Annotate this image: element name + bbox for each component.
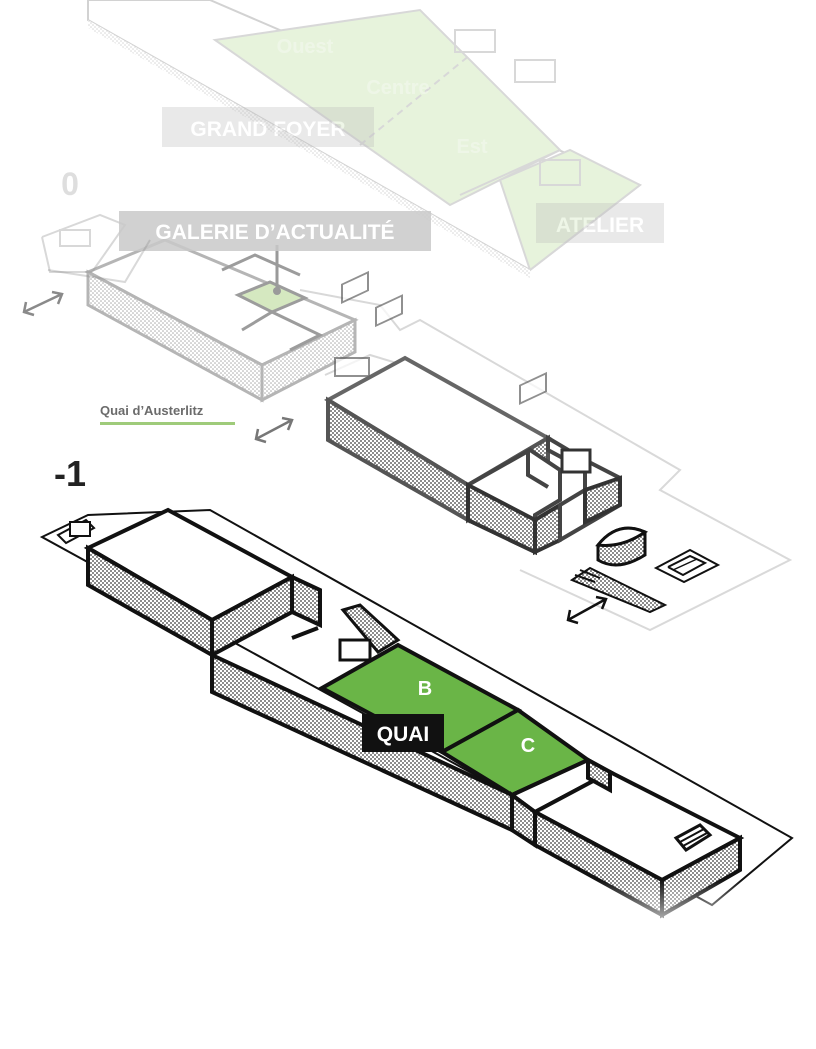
double-arrow-icon <box>22 290 64 317</box>
stairs-icon <box>338 603 401 662</box>
atelier-label: ATELIER <box>536 203 664 243</box>
stairs-icon <box>673 823 713 852</box>
exit-stairs-icon <box>653 548 721 584</box>
zone-c-label: C <box>521 735 535 757</box>
zone-ouest-label: Ouest <box>277 36 334 58</box>
level-minus1-label: -1 <box>54 453 86 494</box>
street-label: Quai d’Austerlitz <box>100 403 204 418</box>
stairs-icon <box>560 448 592 474</box>
galerie-label: GALERIE D’ACTUALITÉ <box>119 211 431 295</box>
zone-est-label: Est <box>456 136 487 158</box>
escalator-icon <box>569 566 668 614</box>
grand-foyer-label: GRAND FOYER <box>162 107 374 147</box>
level-0-label: 0 <box>61 166 79 202</box>
double-arrow-icon <box>566 595 608 625</box>
kiosk-icon <box>595 526 649 567</box>
quai-label: QUAI <box>362 714 444 752</box>
street-underline <box>100 422 235 425</box>
quai-text: QUAI <box>377 723 430 746</box>
basement-west-block <box>83 507 322 659</box>
atelier-text: ATELIER <box>556 214 644 237</box>
galerie-block <box>84 238 359 403</box>
grand-foyer-text: GRAND FOYER <box>190 118 345 141</box>
zone-divider <box>441 708 519 754</box>
stairs-icon <box>56 518 96 545</box>
entrance-hall-block <box>323 355 622 556</box>
fade-overlay <box>0 880 816 940</box>
galerie-text: GALERIE D’ACTUALITÉ <box>155 221 394 244</box>
stairs-icon <box>334 270 547 405</box>
zone-b-label: B <box>418 678 432 700</box>
zone-centre-label: Centre <box>366 77 429 99</box>
galerie-outline <box>41 213 127 273</box>
double-arrow-icon <box>254 416 294 444</box>
